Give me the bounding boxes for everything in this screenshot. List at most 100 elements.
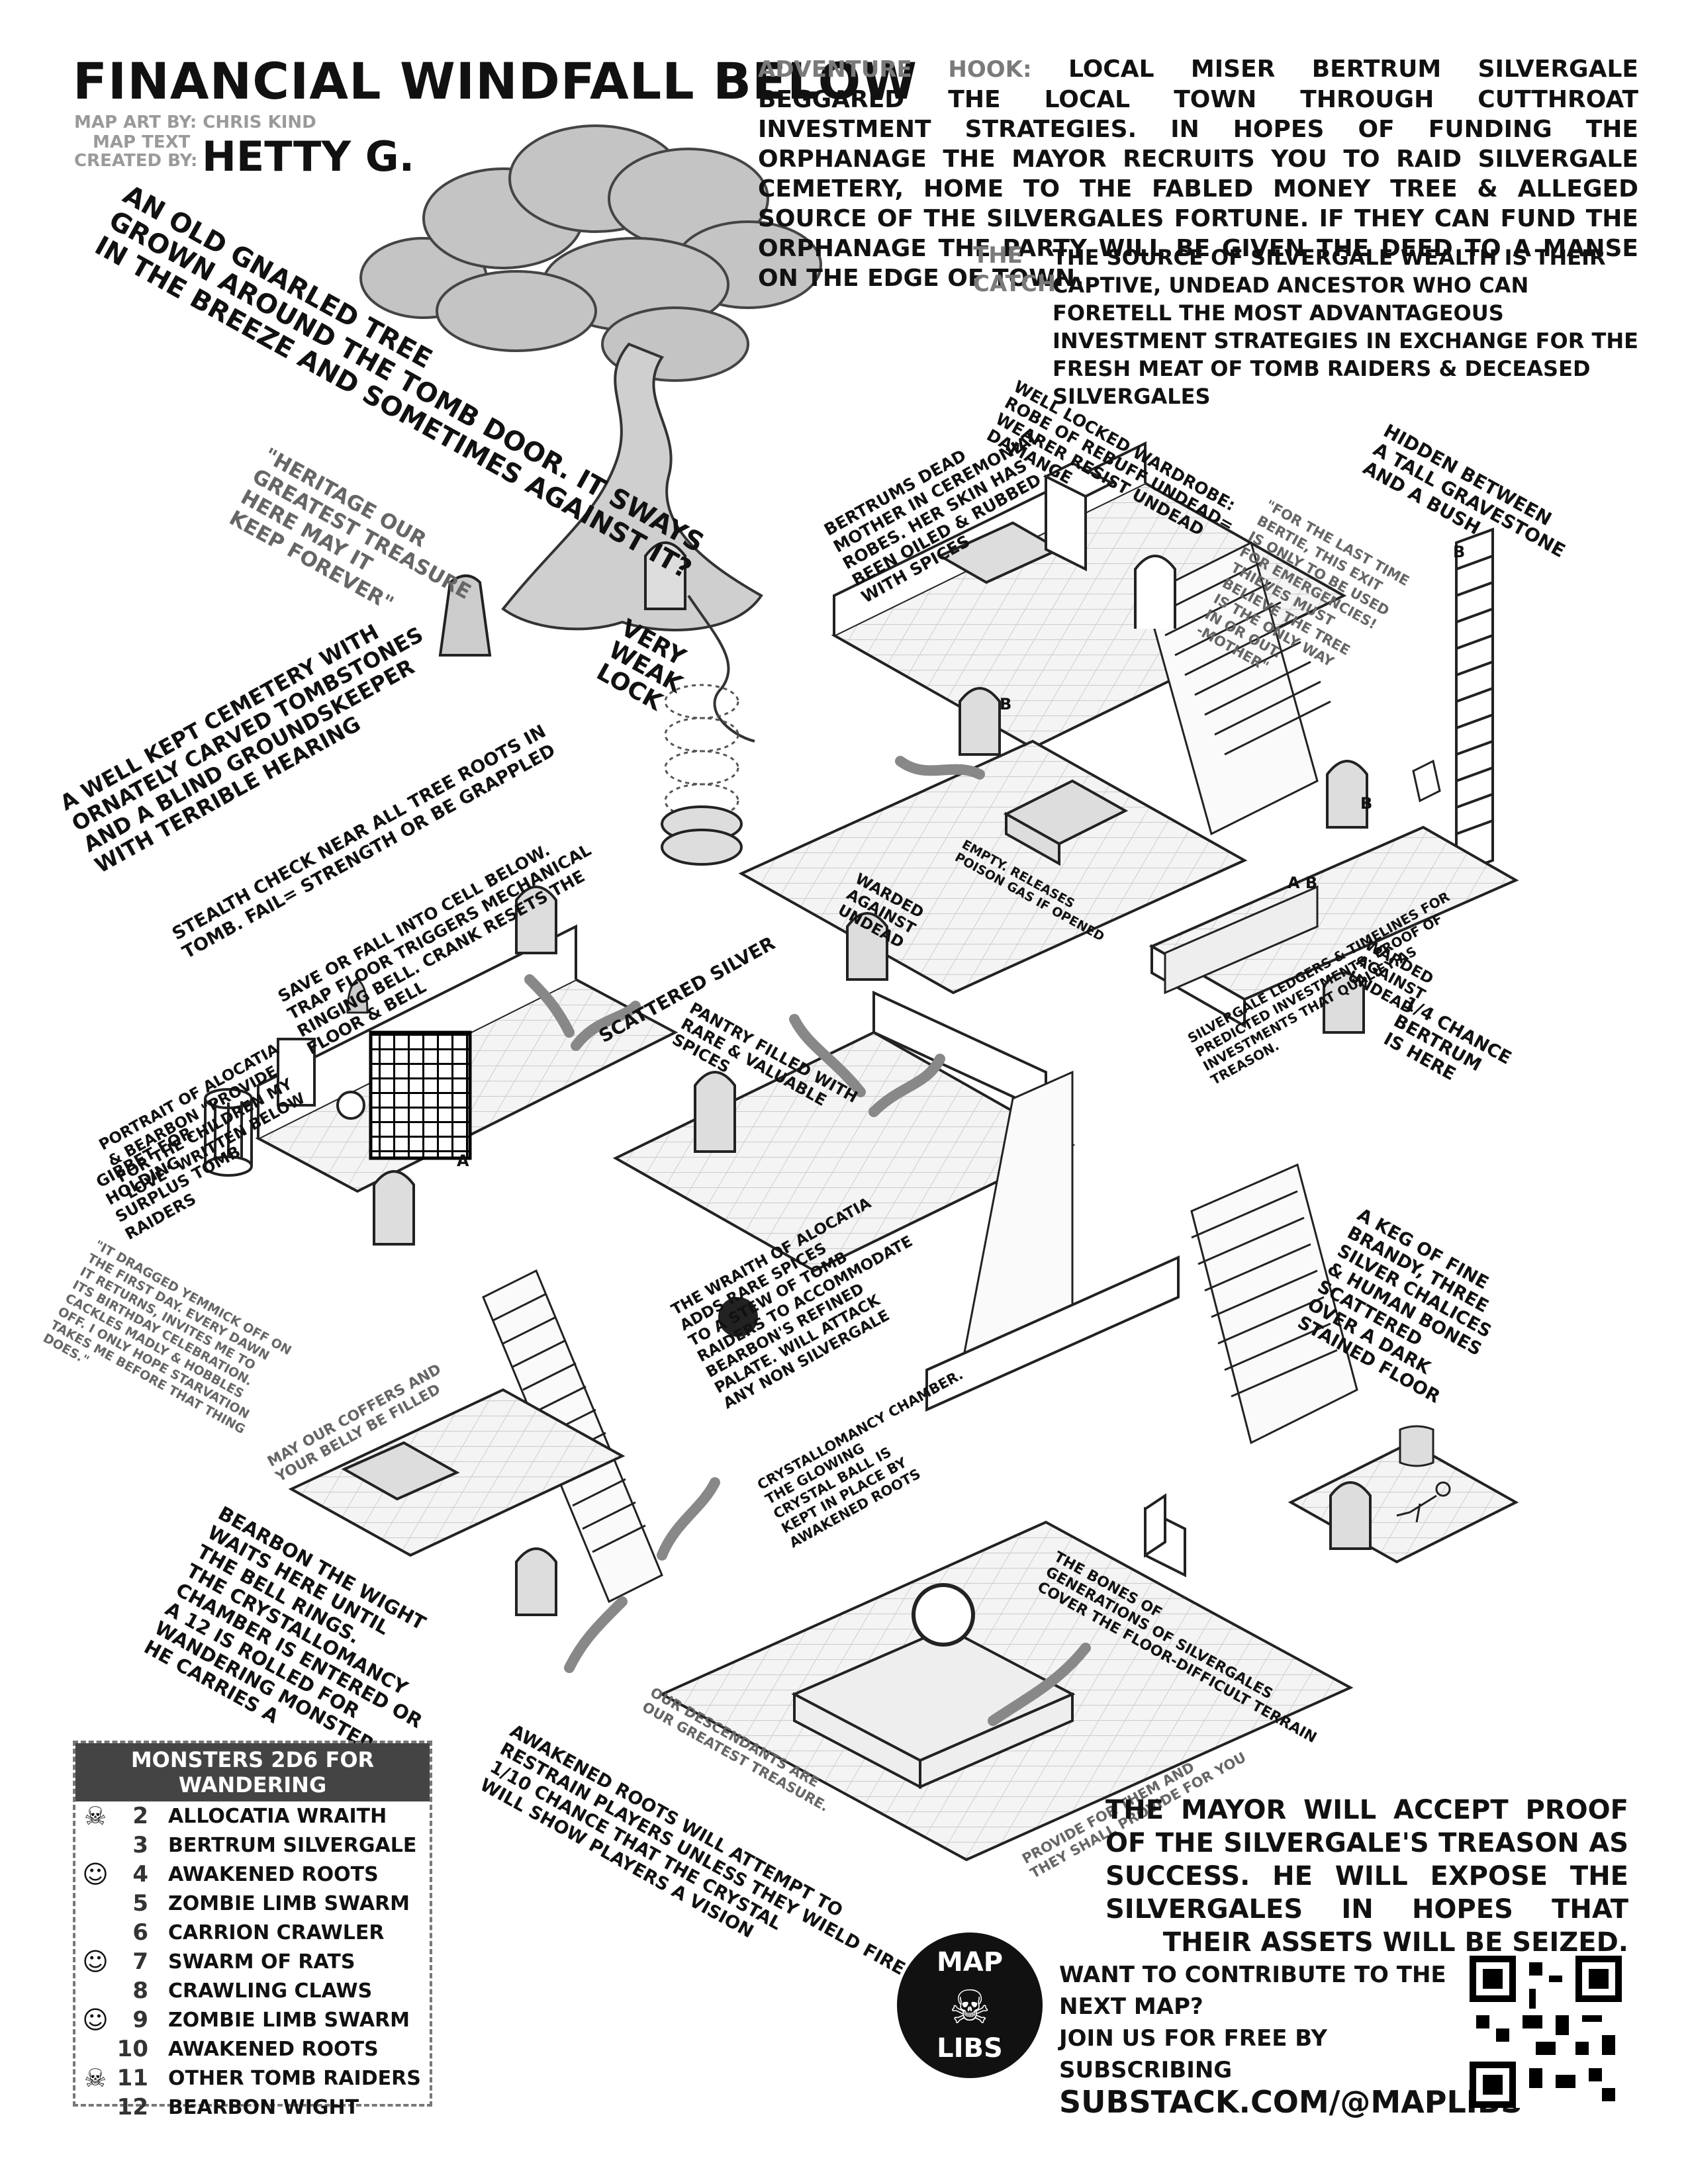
tree-trunk [501,342,763,743]
portrait-frame [277,1038,316,1107]
maplibs-logo: MAP ☠ LIBS [897,1933,1043,2078]
middle-stairs [958,1070,1358,1445]
monster-row: 3 BERTRUM SILVERGALE [75,1831,430,1860]
adventure-hook: Adventure Hook: Local miser Bertrum Silv… [758,54,1638,293]
monster-row: 5 ZOMBIE LIMB SWARM [75,1889,430,1918]
skeleton [1396,1481,1451,1523]
wandering-monsters-table: MONSTERS 2D6 FOR WANDERING ☠ 2 ALLOCATIA W… [73,1741,432,2120]
door-trap-room [515,886,557,954]
monster-name: CRAWLING CLAWS [168,1979,373,2003]
adventure-hook-label: Adventure Hook: [758,56,1032,83]
door-label-b-3: B [1453,543,1466,561]
wandering-monsters-header: MONSTERS 2D6 FOR WANDERING [75,1743,430,1801]
door-label-b-2: B [1360,794,1373,813]
keg-room-door [1329,1481,1372,1550]
emergency-ladder [1455,527,1494,876]
created-by-credit: CREATED BY: [74,151,198,171]
monster-row: ☺ 4 AWAKENED ROOTS [75,1860,430,1889]
door-bearbon [515,1547,557,1616]
tree-canopy [359,124,822,382]
promo-line-1: WANT TO CONTRIBUTE TO THE NEXT MAP? [1059,1962,1446,2020]
spiral-staircase-solid [661,805,743,866]
skull-icon: ☠ [949,1980,991,2034]
map-text-credit: MAP TEXT [93,132,191,152]
gravestone [438,574,492,657]
door-label-ab: A B [1288,874,1318,892]
promo-line-2: JOIN US FOR FREE BY SUBSCRIBING [1059,2025,1327,2083]
qr-code-icon[interactable] [1470,1956,1622,2108]
author-name: HETTY G. [202,132,415,181]
promo-text: WANT TO CONTRIBUTE TO THE NEXT MAP? JOIN… [1059,1959,1523,2120]
catch-text: The source of Silvergale wealth is their… [1053,245,1638,409]
door-upper-right [1326,760,1368,829]
smiley-face-icon: ☺ [82,1947,109,1976]
monster-row: ☠ 11 OTHER TOMB RAIDERS [75,2064,430,2093]
mayor-note: The mayor will accept proof of the Silve… [1105,1795,1628,1958]
monster-name: OTHER TOMB RAIDERS [168,2066,421,2090]
monster-row: 12 BEARBON WIGHT [75,2093,430,2122]
awakened-roots [524,756,1091,1726]
skull-icon: ☠ [83,2064,107,2093]
monster-roll: 11 [117,2065,148,2091]
keg [1399,1425,1434,1467]
cauldron [718,1297,758,1337]
catch-label: The Catch [973,242,1056,297]
warded-door-ledgers [1323,972,1365,1034]
promo-url[interactable]: SUBSTACK.COM/@MAPLIBS [1059,2084,1523,2120]
monster-roll: 12 [117,2094,148,2120]
map-title: FINANCIAL WINDFALL BELOW [73,52,918,111]
monster-roll: 6 [132,1919,148,1946]
monster-roll: 7 [132,1948,148,1975]
logo-text-top: MAP [936,1947,1004,1978]
monster-roll: 3 [132,1832,148,1858]
monster-name: ALLOCATIA WRAITH [168,1804,387,1828]
throne [1144,1493,1186,1578]
monster-row: 6 CARRION CRAWLER [75,1918,430,1947]
door-cell [373,1170,415,1246]
monster-name: SWARM OF RATS [168,1950,355,1974]
monster-row: ☠ 2 ALLOCATIA WRAITH [75,1801,430,1831]
monster-roll: 2 [132,1803,148,1829]
monster-roll: 4 [132,1861,148,1888]
gibbet-cage [204,1088,253,1177]
monster-name: BERTRUM SILVERGALE [168,1833,417,1857]
monster-name: ZOMBIE LIMB SWARM [168,2008,410,2032]
paper-note [1412,759,1441,803]
monster-row: 8 CRAWLING CLAWS [75,1976,430,2005]
monster-name: BEARBON WIGHT [168,2095,359,2119]
crank [336,1091,365,1120]
door-upper-left [959,687,1001,756]
surprised-face-icon: ☺ [82,2005,109,2034]
pantry-door [694,1071,736,1153]
monster-name: CARRION CRAWLER [168,1921,385,1944]
wardrobe [1043,461,1115,572]
arched-doorway [1134,555,1176,629]
surprised-face-icon: ☺ [82,1860,109,1889]
logo-text-bottom: LIBS [937,2033,1003,2064]
poison-sarcophagus [1003,779,1129,866]
monster-name: ZOMBIE LIMB SWARM [168,1891,410,1915]
map-art-credit: MAP ART BY: CHRIS KIND [74,113,316,132]
monster-roll: 5 [132,1890,148,1917]
ledger-shelves [1164,885,1319,995]
trap-portcullis [369,1030,472,1160]
warded-door-pantry [846,912,888,981]
spiral-staircase [664,684,739,819]
skull-icon: ☠ [83,1801,107,1831]
door-label-b-1: B [1000,695,1012,713]
adventure-hook-text: Local miser Bertrum Silvergale beggared … [758,56,1638,292]
monster-roll: 10 [117,2036,148,2062]
monster-roll: 8 [132,1978,148,2004]
monster-row: ☺ 7 SWARM OF RATS [75,1947,430,1976]
door-label-a: A [457,1152,469,1170]
bell [346,978,369,1014]
wight-coffin [341,1441,460,1501]
tree-tomb-door [644,541,686,610]
crystal-ball [912,1583,975,1647]
monster-name: AWAKENED ROOTS [168,1862,379,1886]
crystal-altar [791,1626,1076,1790]
